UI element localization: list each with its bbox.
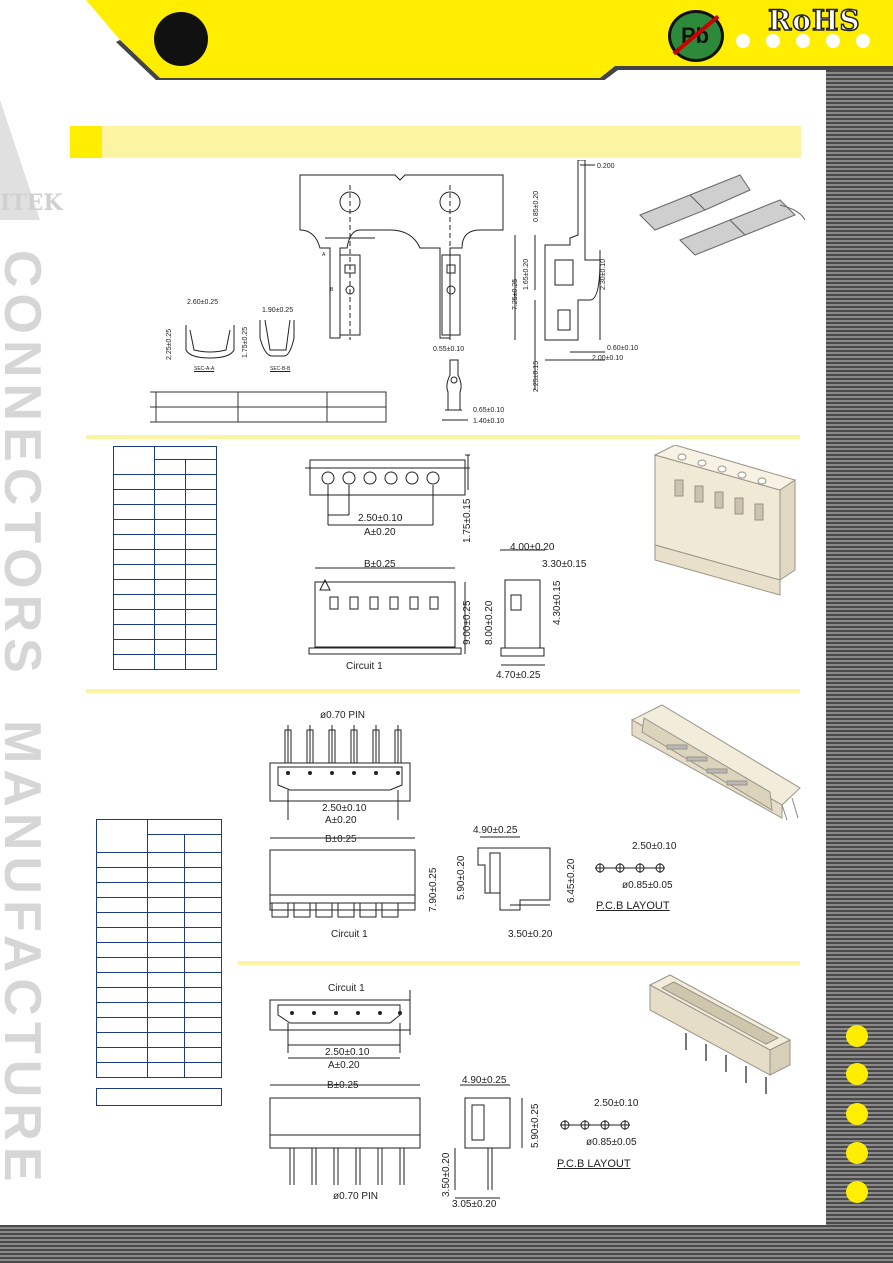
dim-st-pitch: 2.50±0.10: [325, 1047, 370, 1058]
header-shape: [0, 0, 893, 80]
dim-ra-h645: 6.45±0.20: [566, 858, 577, 903]
side-dot: [846, 1103, 868, 1125]
dim-ra-w490: 4.90±0.25: [473, 825, 518, 836]
side-dot: [846, 1181, 868, 1203]
dim-housing-h800: 8.00±0.20: [484, 600, 495, 645]
dim-s260: 2.60±0.25: [187, 299, 219, 306]
dim-t0200: 0.200: [597, 163, 615, 170]
pb-free-icon: Pb: [668, 10, 724, 62]
dim-housing-h900: 9.00±0.25: [462, 600, 473, 645]
wafer-ra-drawing: [269, 725, 665, 918]
housing-photo: [653, 445, 797, 596]
section-title-bar: [70, 126, 801, 158]
section-title-marker: [70, 126, 102, 158]
bottom-stripe-band: [0, 1225, 893, 1263]
dim-s190: 1.90±0.25: [262, 307, 294, 314]
dim-st-h350: 3.50±0.20: [441, 1152, 452, 1197]
dim-ra-a: A±0.20: [325, 815, 357, 826]
dim-housing-w470: 4.70±0.25: [496, 670, 541, 681]
header-dot: [856, 34, 870, 48]
dim-housing-pitch: 2.50±0.10: [358, 513, 403, 524]
header-band: Pb RoHS: [0, 0, 893, 80]
dim-st-w305: 3.05±0.20: [452, 1199, 497, 1210]
header-dot: [766, 34, 780, 48]
dim-ra-pitch: 2.50±0.10: [322, 803, 367, 814]
wafer-ra-circuit-label: Circuit 1: [331, 929, 368, 940]
dim-t065: 0.65±0.10: [473, 407, 505, 414]
watermark-brand: ITEK: [0, 190, 63, 216]
wafer-st-photo: [648, 974, 792, 1094]
dim-st-b: B±0.25: [327, 1080, 359, 1091]
wafer-st-pcb-layout: P.C.B LAYOUT: [557, 1158, 631, 1170]
wafer-st-table-placeholder: [96, 1088, 222, 1106]
dim-ra-pin: ø0.70 PIN: [320, 710, 366, 721]
dim-t085: 0.85±0.20: [533, 190, 540, 222]
header-black-circle: [154, 12, 208, 66]
dim-t165: 1.65±0.20: [523, 258, 530, 290]
section-divider: [238, 961, 800, 965]
dim-ra-hole: ø0.85±0.05: [622, 880, 673, 891]
pb-slash: [672, 14, 720, 56]
dim-st-hole: ø0.85±0.05: [586, 1137, 637, 1148]
wafer-ra-table: [96, 818, 222, 1078]
dim-st-h590: 5.90±0.25: [530, 1103, 541, 1148]
dim-t200: 2.00±0.10: [592, 355, 624, 362]
dim-housing-w400: 4.00±0.20: [510, 542, 555, 553]
watermark-text-2: MANUFACTURE: [0, 720, 51, 1188]
side-dot: [846, 1142, 868, 1164]
dim-s175: 1.75±0.25: [242, 326, 249, 358]
dim-ra-h790: 7.90±0.25: [428, 867, 439, 912]
terminal-drawing: [150, 160, 605, 423]
watermark-logo: [0, 100, 40, 220]
housing-drawing: [305, 454, 545, 666]
dim-housing-a: A±0.20: [364, 527, 396, 538]
housing-table: [113, 446, 217, 670]
terminal-photo: [639, 174, 806, 256]
dim-t225: 2.25±0.15: [533, 360, 540, 392]
dim-t140: 1.40±0.10: [473, 418, 505, 425]
dim-t725: 7.25±0.25: [512, 278, 519, 310]
dim-st-pin: ø0.70 PIN: [333, 1191, 379, 1202]
header-dot: [736, 34, 750, 48]
wafer-st-circuit-label: Circuit 1: [328, 983, 365, 994]
sec-a-label: SEC-A-A: [194, 366, 215, 372]
dim-housing-w330: 3.30±0.15: [542, 559, 587, 570]
header-dot: [826, 34, 840, 48]
wafer-ra-pcb-layout: P.C.B LAYOUT: [596, 900, 670, 912]
header-dot: [796, 34, 810, 48]
dim-housing-b: B±0.25: [364, 559, 396, 570]
side-dot: [846, 1063, 868, 1085]
dim-housing-h175: 1.75±0.15: [462, 498, 473, 543]
dim-t060: 0.60±0.10: [607, 345, 639, 352]
section-divider: [86, 689, 800, 693]
watermark-text-1: CONNECTORS: [0, 250, 51, 679]
rohs-label: RoHS: [767, 3, 861, 38]
housing-circuit-label: Circuit 1: [346, 661, 383, 672]
mark-a: A: [322, 252, 326, 258]
dim-st-w490: 4.90±0.25: [462, 1075, 507, 1086]
section-divider: [86, 435, 800, 439]
dim-ra-pcb-pitch: 2.50±0.10: [632, 841, 677, 852]
dim-housing-h430: 4.30±0.15: [552, 580, 563, 625]
wafer-ra-photo: [630, 704, 801, 821]
dim-ra-b: B±0.25: [325, 834, 357, 845]
dim-st-pcb-pitch: 2.50±0.10: [594, 1098, 639, 1109]
side-dot: [846, 1025, 868, 1047]
dim-t055: 0.55±0.10: [433, 346, 465, 353]
dim-s225: 2.25±0.25: [166, 328, 173, 360]
dim-st-a: A±0.20: [328, 1060, 360, 1071]
mark-b: B: [330, 287, 334, 293]
dim-t230: 2.30±0.10: [600, 258, 607, 290]
dim-ra-h590: 5.90±0.20: [456, 855, 467, 900]
dim-ra-w350: 3.50±0.20: [508, 929, 553, 940]
sec-b-label: SEC-B-B: [270, 366, 291, 372]
wafer-st-drawing: [269, 990, 630, 1199]
